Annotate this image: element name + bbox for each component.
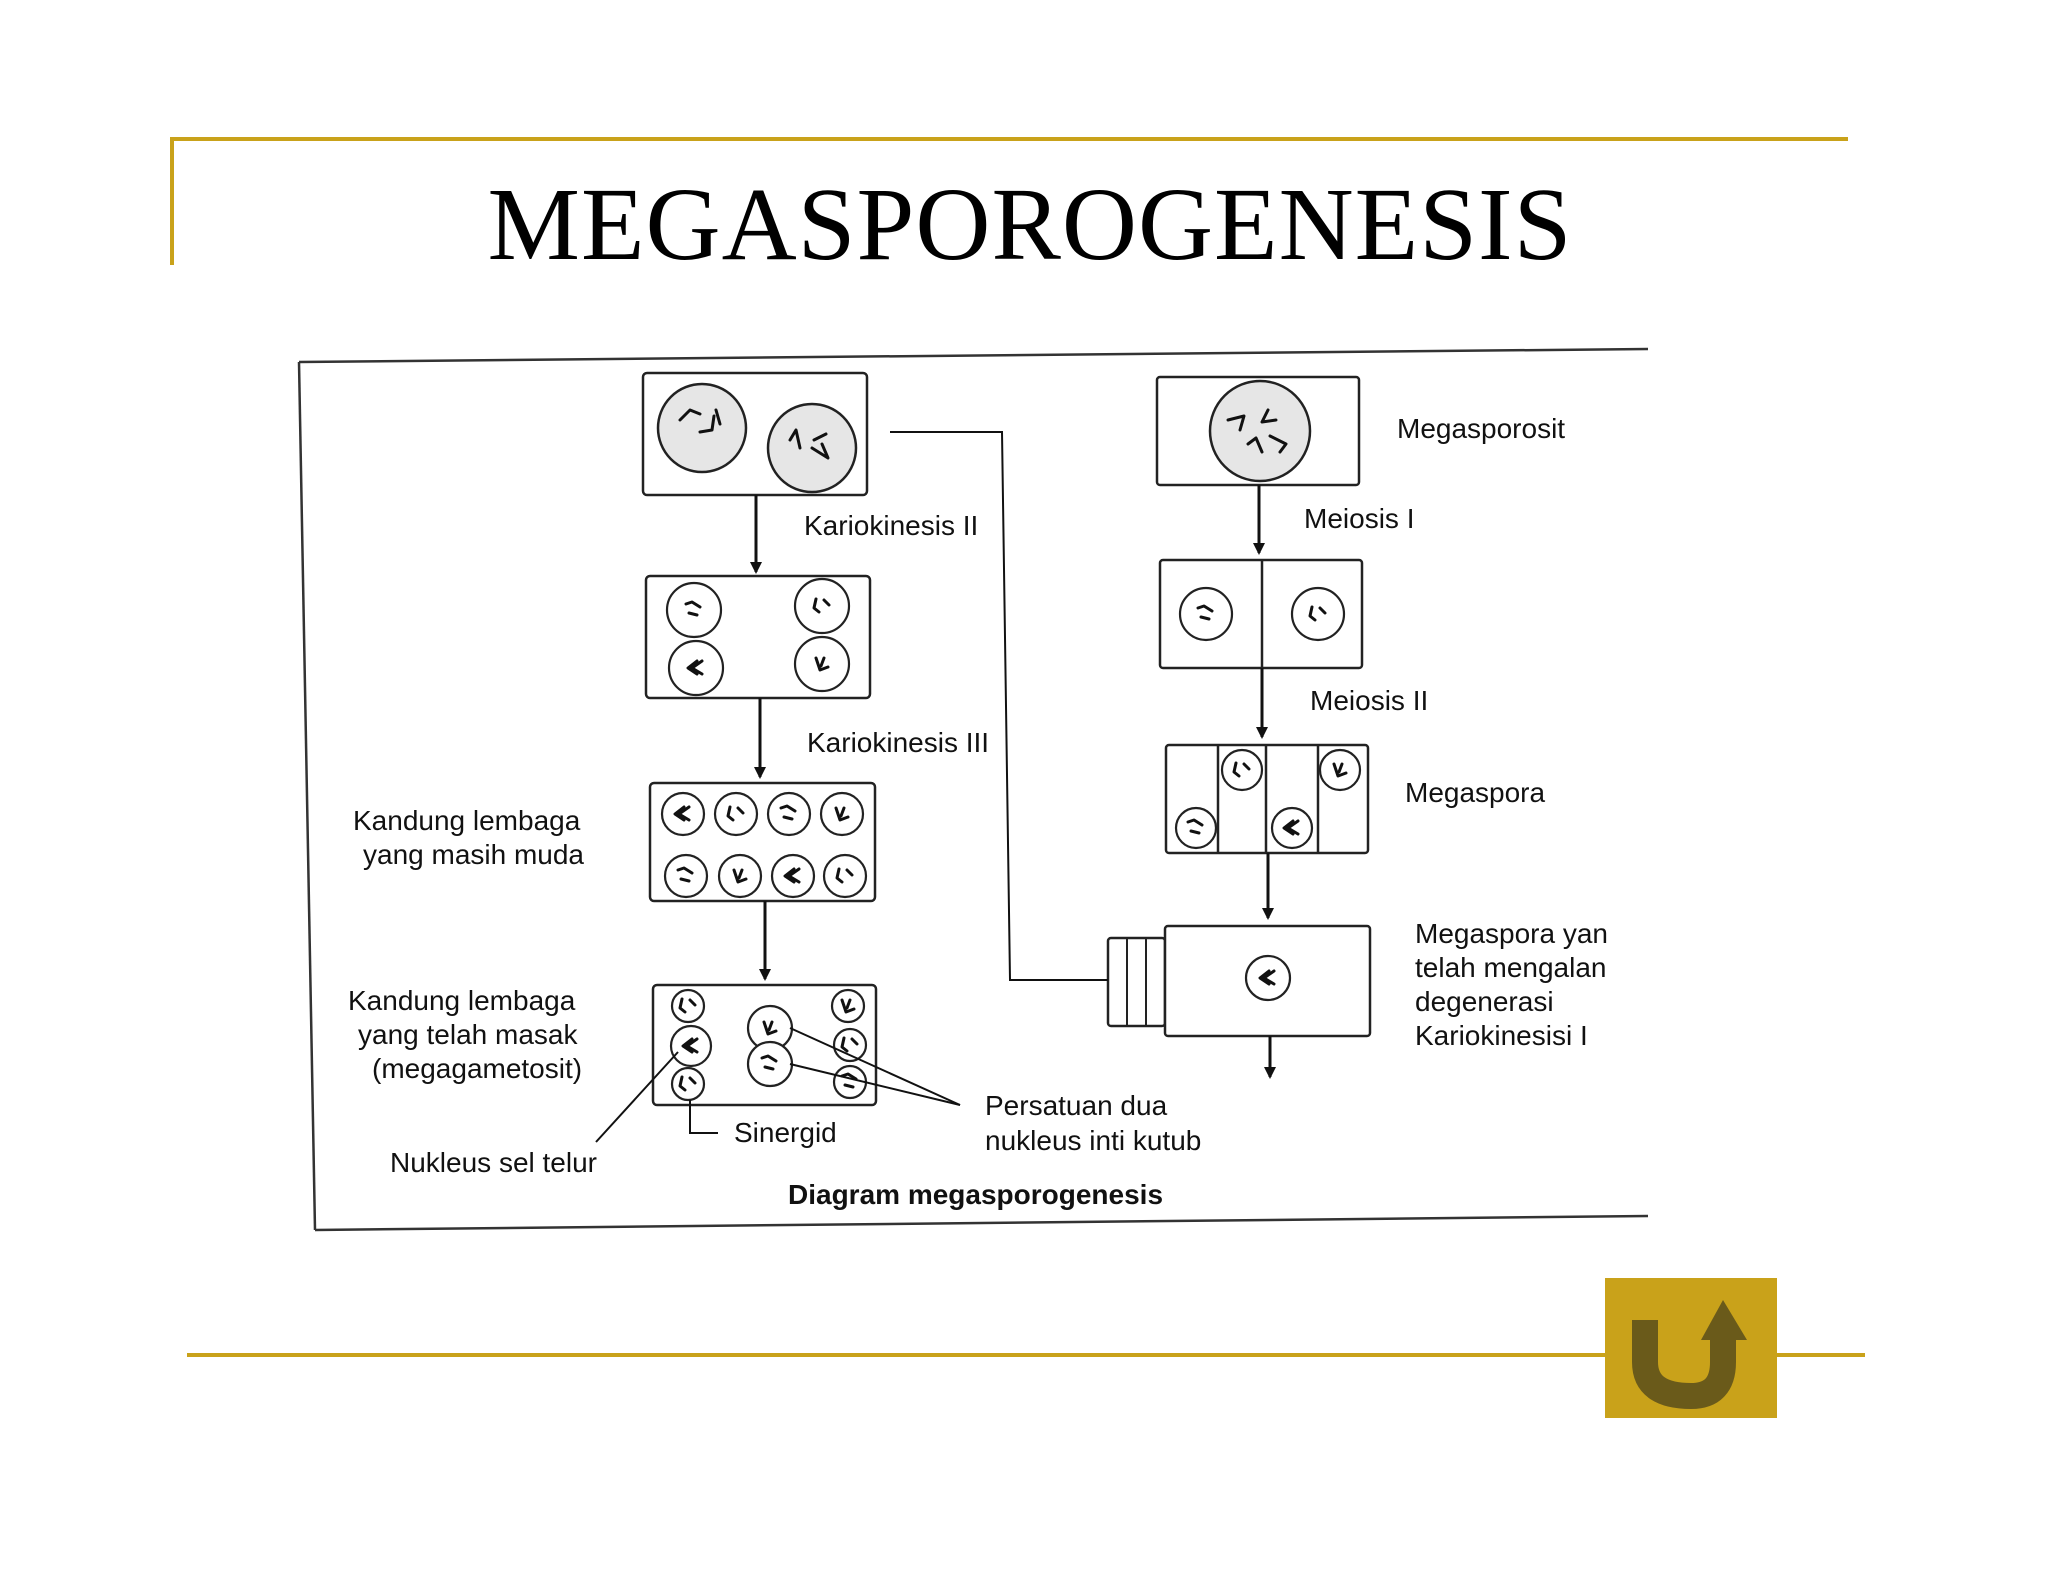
label-polar-2: nukleus inti kutub [985,1125,1201,1156]
top-border-line [170,137,1848,141]
label-young-sac-2: yang masih muda [363,839,584,870]
pointer-sinergid [689,1100,718,1134]
functional-megaspore-cell [1106,924,1372,1038]
label-meiosis-2: Meiosis II [1310,685,1428,716]
page-title: MEGASPOROGENESIS [487,167,1573,282]
label-megaspora: Megaspora [1405,777,1546,808]
label-degenerasi-2: telah mengalan [1415,952,1606,983]
pointer-polar-2 [789,1063,961,1106]
left-border-line [170,137,174,265]
bottom-border-line [187,1353,1865,1357]
label-degenerasi-3: degenerasi [1415,986,1554,1017]
label-degenerasi-1: Megaspora yan [1415,918,1608,949]
u-turn-arrow-icon [1632,1300,1747,1410]
four-nucleate-cell [644,574,872,700]
label-polar-1: Persatuan dua [985,1090,1168,1121]
pointer-egg-nucleus [595,1051,679,1143]
label-egg-nucleus: Nukleus sel telur [390,1147,597,1178]
diagram-caption: Diagram megasporogenesis [788,1179,1163,1210]
megaspore-tetrad-cell [1164,743,1370,855]
label-mature-sac-2: yang telah masak [358,1019,578,1050]
label-degenerasi-4: Kariokinesisi I [1415,1020,1588,1051]
connector-line [890,431,1108,981]
diagram-frame [297,347,1649,1232]
label-kariokinesis-3: Kariokinesis III [807,727,989,758]
back-button[interactable] [1605,1278,1777,1418]
pointer-polar-1 [789,1027,961,1106]
label-mature-sac-1: Kandung lembaga [348,985,576,1016]
dyad-cell [1158,558,1364,670]
label-megasporosit: Megasporosit [1397,413,1565,444]
megasporocyte-cell [1155,375,1361,487]
label-sinergid: Sinergid [734,1117,837,1148]
young-embryo-sac-cell [648,781,877,903]
label-mature-sac-3: (megagametosit) [372,1053,582,1084]
label-young-sac-1: Kandung lembaga [353,805,581,836]
mature-embryo-sac-cell [651,983,878,1107]
label-meiosis-1: Meiosis I [1304,503,1414,534]
two-nucleate-cell [641,371,869,497]
label-kariokinesis-2: Kariokinesis II [804,510,978,541]
